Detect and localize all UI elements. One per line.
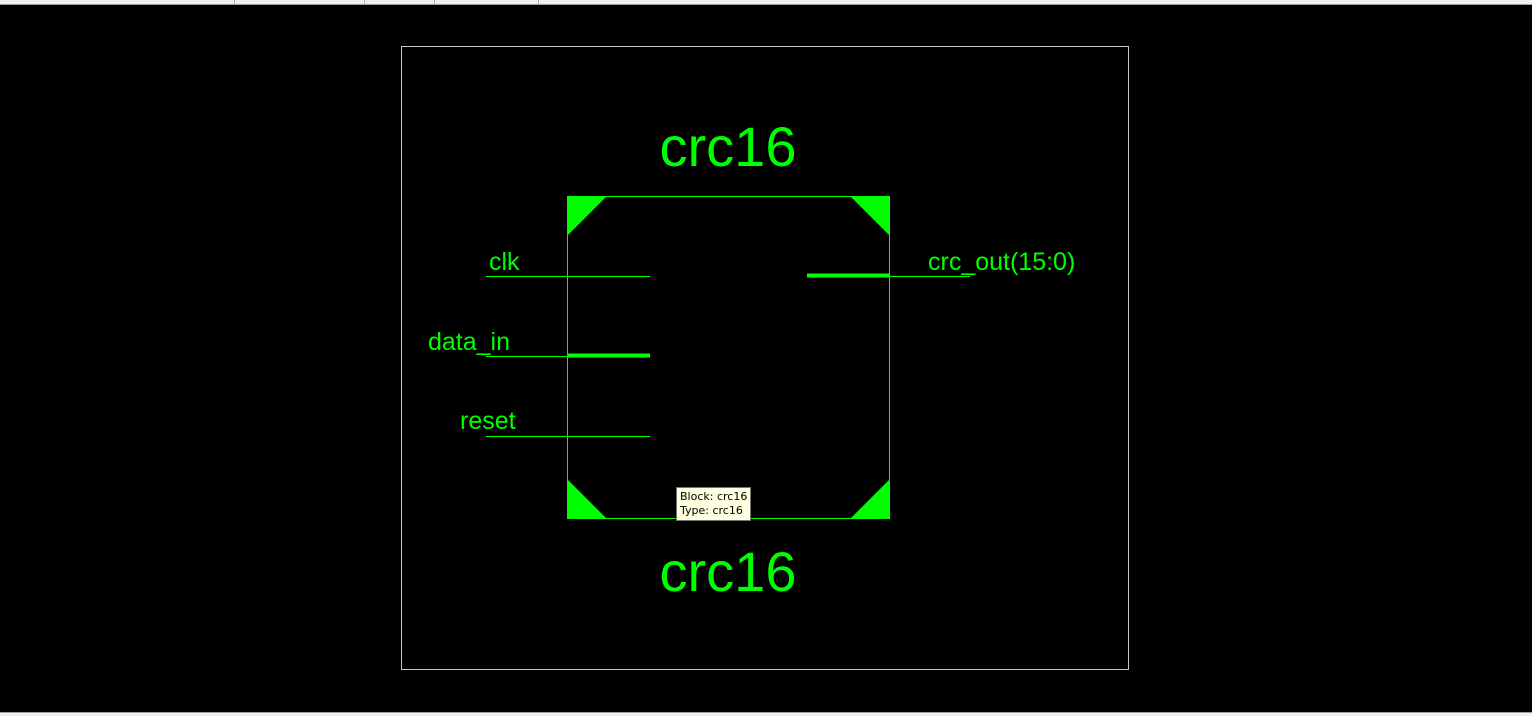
toolbar-divider [434,0,435,4]
toolbar-divider [234,0,235,4]
sheet-frame [401,46,1129,670]
block-name-bottom: crc16 [660,540,797,603]
corner-marker-top-left [567,196,607,236]
corner-marker-bottom-left [567,479,607,519]
tooltip-block-line: Block: crc16 [680,490,748,503]
corner-marker-top-right [850,196,890,236]
toolbar-divider [538,0,539,4]
schematic-canvas[interactable]: crc16 crc16 clk data_in reset crc_out(15… [0,5,1532,712]
block-name-top: crc16 [660,115,797,178]
port-clk-label: clk [489,248,520,276]
port-reset[interactable]: reset [460,407,650,437]
block-tooltip: Block: crc16 Type: crc16 [676,487,752,521]
port-clk[interactable]: clk [486,248,650,277]
port-data-in-label: data_in [428,328,510,356]
corner-marker-bottom-right [850,479,890,519]
port-reset-label: reset [460,407,516,435]
tooltip-type-line: Type: crc16 [680,504,743,517]
bottom-status-edge [0,712,1532,716]
top-toolbar-edge [0,0,1532,5]
port-data-in[interactable]: data_in [428,328,650,358]
schematic-drawing[interactable]: crc16 crc16 clk data_in reset crc_out(15… [0,5,1532,712]
port-crc-out-label: crc_out(15:0) [928,248,1075,276]
port-crc-out[interactable]: crc_out(15:0) [807,248,1075,278]
toolbar-divider [364,0,365,4]
